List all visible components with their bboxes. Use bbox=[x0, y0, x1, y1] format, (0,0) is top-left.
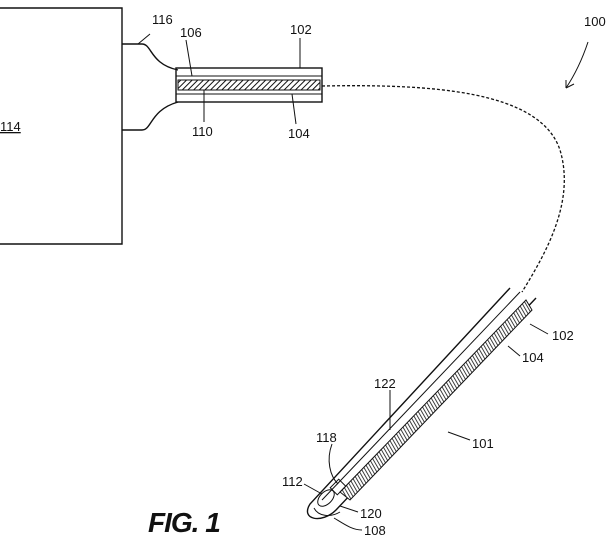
probe-needle bbox=[307, 288, 536, 519]
label-122: 122 bbox=[374, 376, 396, 391]
figure-caption: FIG. 1 bbox=[148, 507, 220, 538]
label-112: 112 bbox=[282, 474, 303, 489]
label-118: 118 bbox=[316, 430, 337, 445]
probe-leaders bbox=[304, 42, 588, 530]
flexible-fiber-path bbox=[322, 86, 564, 292]
fiber-cable-upper bbox=[176, 68, 322, 102]
connector-wires bbox=[122, 34, 178, 130]
label-110: 110 bbox=[192, 124, 213, 139]
label-120: 120 bbox=[360, 506, 382, 521]
label-108: 108 bbox=[364, 523, 386, 538]
label-104-probe: 104 bbox=[522, 350, 544, 365]
label-104-top: 104 bbox=[288, 126, 310, 141]
label-101: 101 bbox=[472, 436, 494, 451]
label-102-probe: 102 bbox=[552, 328, 574, 343]
label-116: 116 bbox=[152, 12, 173, 27]
label-102-top: 102 bbox=[290, 22, 312, 37]
label-100: 100 bbox=[584, 14, 606, 29]
label-106: 106 bbox=[180, 25, 202, 40]
label-114: 114 bbox=[0, 119, 21, 134]
